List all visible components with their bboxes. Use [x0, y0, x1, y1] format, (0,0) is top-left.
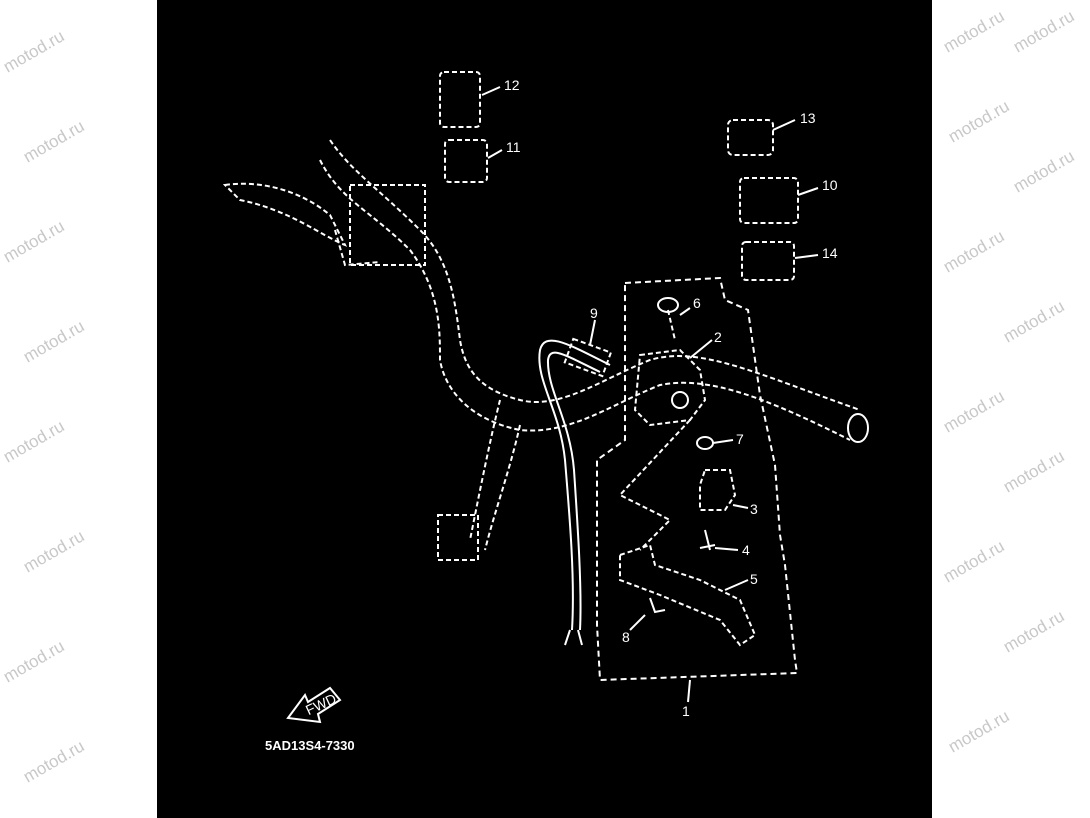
lever-holder-2: [633, 348, 707, 427]
callout-labels: 1 2 3 4 5 6 7 8 9 10 11 12 13 14: [504, 77, 838, 719]
callout-4: 4: [742, 542, 750, 558]
callout-12: 12: [504, 77, 520, 93]
nut-7: [696, 436, 714, 450]
pin-8: [649, 597, 666, 614]
fwd-arrow-icon: FWD: [286, 686, 342, 724]
callout-11: 11: [506, 139, 521, 155]
callout-14: 14: [822, 245, 838, 261]
assembly-1-box: [596, 276, 799, 682]
lever-5: [619, 543, 757, 647]
switch-part-12: [439, 71, 481, 128]
handlebar: [319, 139, 869, 561]
callout-1: 1: [682, 703, 690, 719]
screw-4: [699, 529, 716, 551]
switch-part-10: [739, 177, 799, 224]
cable-terminals: [564, 629, 583, 646]
callout-2: 2: [714, 329, 722, 345]
callout-6: 6: [693, 295, 701, 311]
callout-10: 10: [822, 177, 838, 193]
diagram-code: 5AD13S4-7330: [265, 738, 355, 753]
cable-adjuster: [563, 337, 613, 378]
callout-13: 13: [800, 110, 816, 126]
callout-5: 5: [750, 571, 758, 587]
callout-9: 9: [590, 305, 598, 321]
handlebar-end-right: [847, 413, 869, 443]
callout-7: 7: [736, 431, 744, 447]
switch-part-14: [741, 241, 795, 281]
left-lever-assembly: [222, 182, 426, 267]
switch-part-11: [444, 139, 488, 183]
handlebar-mount: [437, 514, 479, 561]
fwd-label: FWD: [303, 690, 339, 718]
cable-9: [538, 337, 613, 646]
switch-part-13: [727, 119, 774, 156]
bracket-3: [699, 469, 737, 511]
leader-lines: [481, 86, 819, 703]
diagram-panel: [157, 0, 932, 818]
callout-3: 3: [750, 501, 758, 517]
callout-8: 8: [622, 629, 630, 645]
left-switch-housing: [349, 184, 426, 266]
bolt-6: [657, 297, 679, 341]
